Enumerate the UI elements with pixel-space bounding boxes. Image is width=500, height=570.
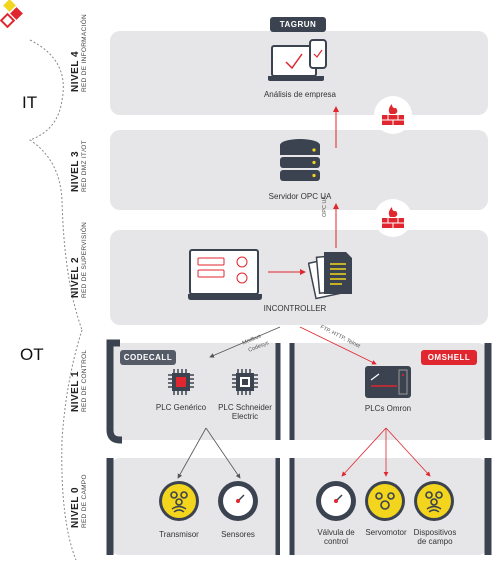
omron-plc-icon <box>365 366 411 398</box>
plc-chip-icon <box>232 369 258 395</box>
tagrun-tag: TAGRUN <box>270 17 326 32</box>
plcs-omron-label: PLCs Omron <box>364 404 412 413</box>
sensores-label: Sensores <box>221 530 255 539</box>
ot-zone-label: OT <box>20 345 44 364</box>
band-level-2 <box>110 230 488 325</box>
servomotor-label: Servomotor <box>365 528 407 537</box>
supervision-monitor-icon <box>188 249 262 300</box>
analisis-label: Análisis de empresa <box>263 90 337 99</box>
document-stack-icon <box>308 252 352 300</box>
plc-schneider-label: PLC Schneider Electric <box>218 403 272 422</box>
control-valve-icon <box>316 481 356 521</box>
zone-bracket-lines <box>28 39 83 561</box>
dispositivos-label: Dispositivos de campo <box>413 528 457 547</box>
incontroller-label: INCONTROLLER <box>263 304 327 313</box>
field-device-icon <box>414 481 454 521</box>
plc-chip-icon <box>168 369 194 395</box>
servidor-label: Servidor OPC UA <box>268 192 332 201</box>
firewall-icon <box>374 96 412 134</box>
omshell-tag: OMSHELL <box>421 350 477 365</box>
brand-logo <box>0 0 23 29</box>
plc-generico-label: PLC Genérico <box>155 403 207 412</box>
transmitter-icon <box>159 481 199 521</box>
sensor-gauge-icon <box>218 481 258 521</box>
servomotor-icon <box>365 481 405 521</box>
server-icon <box>280 139 320 181</box>
it-zone-label: IT <box>22 93 38 112</box>
business-analytics-icon <box>268 39 327 81</box>
valvula-label: Válvula de control <box>317 528 355 547</box>
transmisor-label: Transmisor <box>159 530 199 539</box>
firewall-icon <box>374 199 412 237</box>
codecall-tag: CODECALL <box>120 350 176 365</box>
